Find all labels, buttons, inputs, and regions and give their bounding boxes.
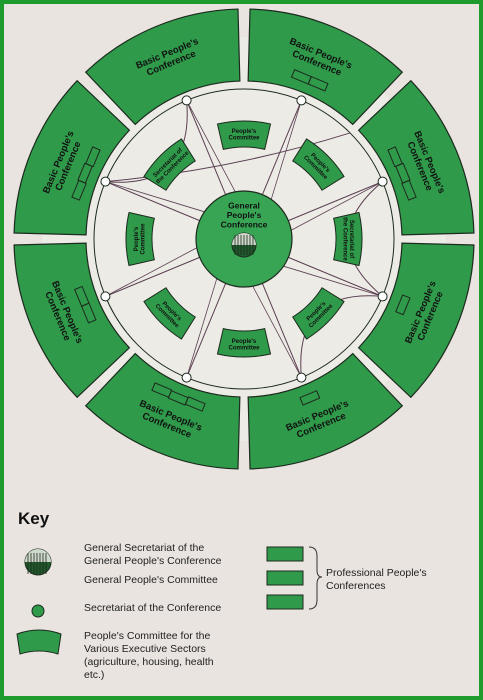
connection-line — [186, 100, 236, 192]
key-title: Key — [18, 509, 50, 528]
key-bracket-icon — [308, 546, 323, 610]
connection-line — [288, 256, 383, 297]
secretariat-dot — [296, 95, 307, 106]
key-professional-box-icon — [266, 546, 304, 562]
secretariat-dot — [296, 372, 307, 383]
general-secretariat-icon — [231, 232, 257, 258]
key-general-secretariat-top-icon — [25, 549, 51, 562]
connection-line — [270, 100, 302, 200]
basic-peoples-conference-sector — [13, 242, 131, 399]
peoples-committee-label: Secretariat ofthe Conference — [342, 217, 355, 261]
professional-conference-box — [85, 146, 101, 168]
professional-conference-box — [299, 390, 321, 406]
secretariat-dot — [181, 95, 192, 106]
key-professional-box-icon — [266, 570, 304, 586]
basic-peoples-conference-sector — [84, 352, 241, 470]
professional-conference-box — [395, 294, 411, 316]
connection-line — [186, 278, 218, 378]
key-committee-block-icon — [16, 629, 62, 655]
key-executive-committee-label: People's Committee for the Various Execu… — [84, 630, 214, 681]
key-professional-conferences-label: Professional People's Conferences — [326, 567, 427, 592]
connection-line — [105, 247, 197, 297]
connection-line — [291, 181, 383, 231]
key-professional-box-icon — [266, 594, 304, 610]
peoples-committee-block — [216, 120, 272, 150]
key-secretariat-dot-icon — [31, 604, 45, 618]
peoples-committee-label: People'sCommittee — [134, 223, 147, 255]
professional-conference-box — [307, 75, 329, 92]
peoples-committee-block — [333, 211, 363, 267]
professional-conference-box — [74, 285, 90, 307]
professional-conference-box — [401, 179, 417, 201]
secretariat-dot — [377, 291, 388, 302]
connection-line — [252, 286, 302, 378]
key-general-secretariat-label: General Secretariat of the General Peopl… — [84, 542, 222, 567]
peoples-committee-block — [292, 138, 345, 191]
key-icons — [16, 546, 323, 655]
basic-peoples-conference-sector — [357, 79, 475, 236]
connection-line — [283, 265, 383, 297]
connection-line — [186, 100, 227, 195]
key-general-committee-label: General People's Committee — [84, 574, 218, 586]
secretariat-dot — [100, 291, 111, 302]
basic-peoples-conference-sector — [84, 8, 241, 126]
key-secretariat-label: Secretariat of the Conference — [84, 602, 222, 614]
basic-peoples-conference-sector — [13, 79, 131, 236]
connection-curve — [105, 132, 351, 183]
connection-line — [186, 283, 227, 378]
connection-line — [105, 181, 205, 213]
connection-line — [105, 256, 200, 297]
connection-line — [105, 181, 200, 222]
peoples-committee-block — [125, 211, 155, 267]
connection-line — [261, 100, 302, 195]
peoples-committee-block — [143, 287, 196, 340]
peoples-committee-block — [216, 328, 272, 358]
secretariat-dot — [377, 176, 388, 187]
peoples-committee-block — [292, 287, 345, 340]
connection-line — [261, 283, 302, 378]
secretariat-dot — [181, 372, 192, 383]
peoples-committee-block — [143, 138, 196, 191]
basic-peoples-conference-sector — [247, 352, 404, 470]
connection-line — [288, 181, 383, 222]
secretariat-dot — [100, 176, 111, 187]
basic-peoples-conference-sector — [357, 242, 475, 399]
basic-peoples-conference-sector — [247, 8, 404, 126]
professional-conference-box — [151, 382, 173, 398]
